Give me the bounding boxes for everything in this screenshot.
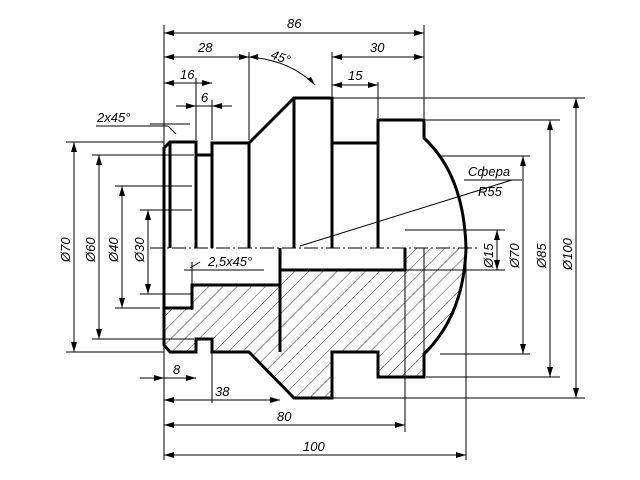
- extension-lines: [66, 25, 585, 460]
- dia-85: Ø85: [534, 243, 549, 269]
- dia-100: Ø100: [560, 237, 575, 271]
- dim-30: 30: [370, 40, 385, 55]
- dim-6: 6: [201, 90, 209, 105]
- dim-38: 38: [215, 384, 230, 399]
- chamfer-2-5x45: 2,5x45°: [207, 254, 252, 269]
- dia-70-left: Ø70: [58, 237, 73, 263]
- dimension-texts: 86 28 45° 30 16 15 6 2x45° Сфера R55 2,5…: [58, 16, 575, 454]
- dim-28: 28: [197, 40, 213, 55]
- dim-16: 16: [180, 67, 195, 82]
- sphere-radius: R55: [478, 184, 503, 199]
- chamfer-2x45: 2x45°: [96, 110, 130, 125]
- dia-40: Ø40: [106, 237, 121, 263]
- dia-60: Ø60: [83, 237, 98, 263]
- dim-15: 15: [348, 68, 363, 83]
- dim-8: 8: [173, 362, 181, 377]
- dimension-lines: [71, 30, 579, 458]
- dia-70-right: Ø70: [507, 243, 522, 269]
- dim-angle-45: 45°: [269, 47, 293, 68]
- sphere-label: Сфера: [468, 164, 510, 179]
- dia-15: Ø15: [481, 243, 496, 269]
- dim-86: 86: [287, 16, 302, 31]
- dia-30: Ø30: [132, 237, 147, 263]
- dim-80: 80: [277, 409, 292, 424]
- dim-100: 100: [303, 439, 325, 454]
